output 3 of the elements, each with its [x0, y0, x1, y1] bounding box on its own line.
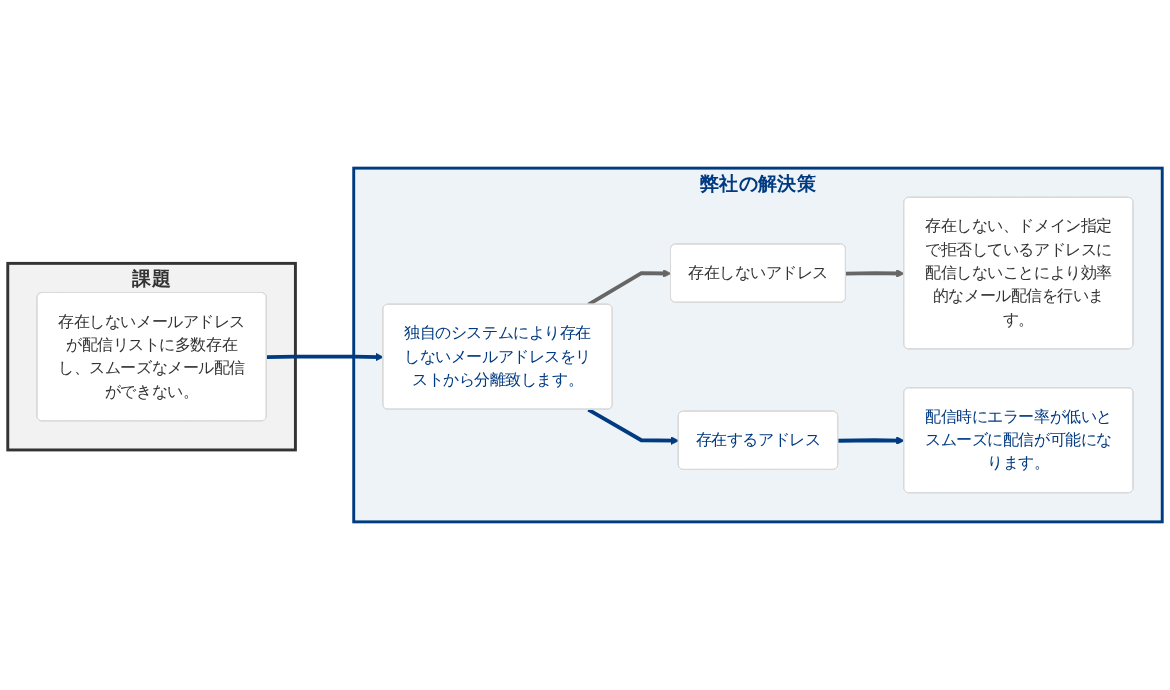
arrow — [266, 352, 384, 362]
arrow — [838, 436, 905, 445]
arrow — [845, 269, 905, 278]
